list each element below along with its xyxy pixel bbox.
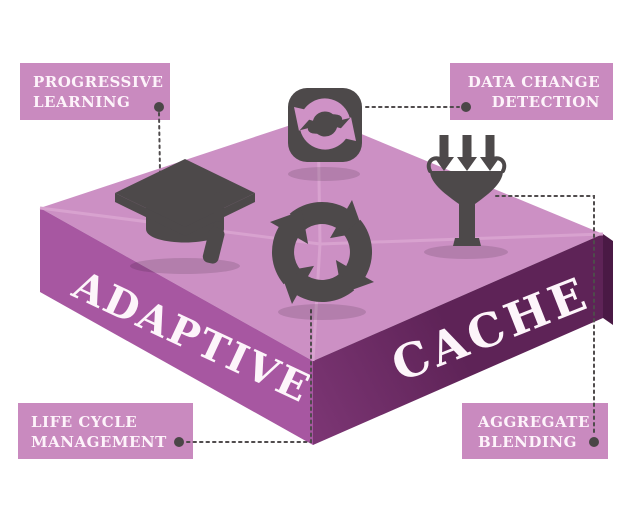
label-life-cycle-management: LIFE CYCLE MANAGEMENT [18, 403, 193, 459]
sync-icon [288, 88, 362, 162]
label-progressive-learning: PROGRESSIVE LEARNING [20, 63, 170, 120]
label-line: LEARNING [33, 93, 131, 112]
connector-dot [461, 102, 471, 112]
label-line: DETECTION [491, 93, 600, 112]
label-line: PROGRESSIVE [33, 73, 164, 91]
label-line: DATA CHANGE [467, 73, 600, 91]
label-line: MANAGEMENT [31, 433, 167, 452]
connector-dot [589, 437, 599, 447]
connector-dot [174, 437, 184, 447]
box-right-face [313, 234, 603, 445]
connectors [154, 102, 599, 447]
arrow-down-icon [457, 135, 477, 171]
label-aggregate-blending: AGGREGATE BLENDING [462, 403, 608, 459]
label-line: AGGREGATE [478, 413, 590, 431]
connector-dot [154, 102, 164, 112]
label-line: BLENDING [478, 433, 577, 452]
connector-aggregate-blending [495, 195, 595, 437]
connector-progressive-learning [158, 112, 161, 173]
connector-life-cycle-management [186, 305, 312, 443]
arrow-down-icon [480, 135, 500, 171]
icon-shadows [130, 167, 508, 320]
label-data-change-detection: DATA CHANGE DETECTION [450, 63, 613, 120]
label-line: LIFE CYCLE [31, 413, 138, 431]
graduation-cap-icon [115, 159, 255, 264]
box-right-cap-face [603, 234, 613, 325]
box-left-face [40, 208, 313, 445]
funnel-icon [426, 135, 507, 246]
